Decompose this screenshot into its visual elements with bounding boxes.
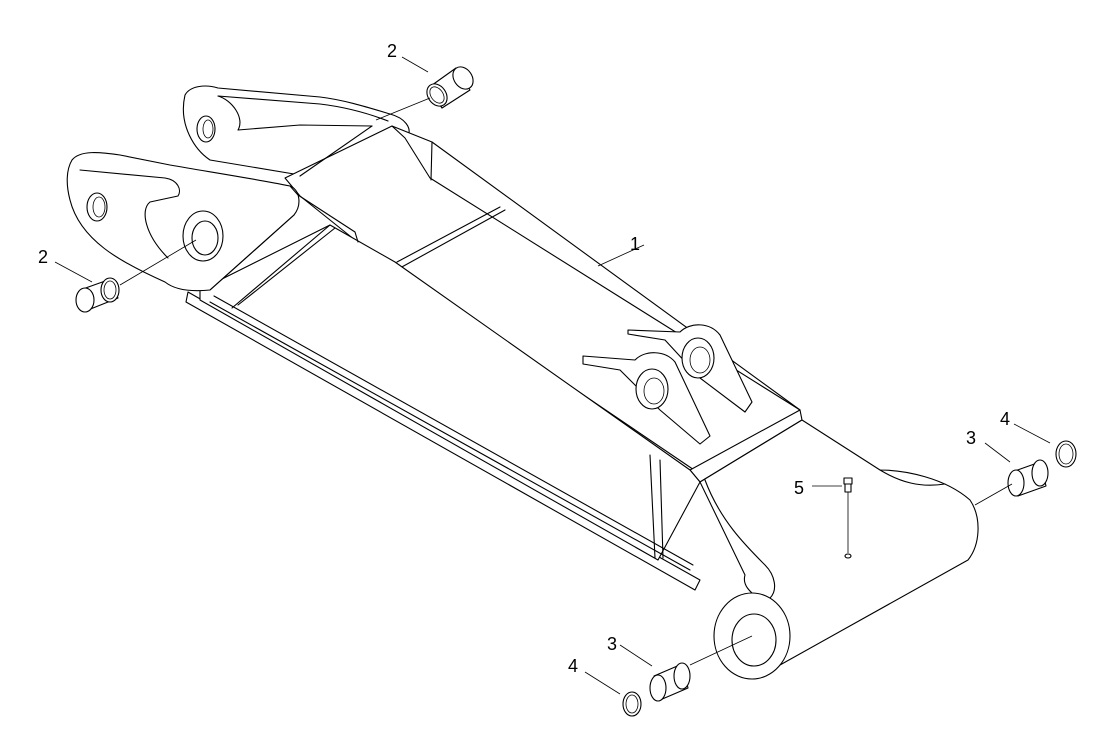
- seal-ring-4-right: [1055, 440, 1077, 468]
- seal-ring-4-lower: [622, 691, 642, 717]
- grease-fitting-5: [843, 477, 853, 559]
- bracket-front-bore: [635, 368, 669, 410]
- bushing-3-right: [1007, 459, 1049, 497]
- bracket-rear-bore: [681, 337, 715, 379]
- arm-body: [66, 85, 979, 680]
- callout-labels: 1 2 2 3 3 4 4 5: [38, 41, 1010, 676]
- callout-1: 1: [630, 234, 640, 254]
- bushing-3-lower: [649, 662, 691, 702]
- rear-plate-hole: [196, 115, 216, 143]
- callout-4-lower: 4: [568, 656, 578, 676]
- callout-2-lower: 2: [38, 247, 48, 267]
- callout-5: 5: [794, 478, 804, 498]
- callout-4-right: 4: [1000, 409, 1010, 429]
- front-plate-hole: [86, 192, 108, 222]
- callout-2-upper: 2: [387, 41, 397, 61]
- pivot-bore: [731, 613, 777, 667]
- bushing-2-lower: [75, 277, 120, 313]
- leader-lines: [54, 56, 1051, 695]
- callout-3-right: 3: [966, 428, 976, 448]
- bushing-2-upper: [426, 66, 474, 109]
- callout-3-lower: 3: [607, 634, 617, 654]
